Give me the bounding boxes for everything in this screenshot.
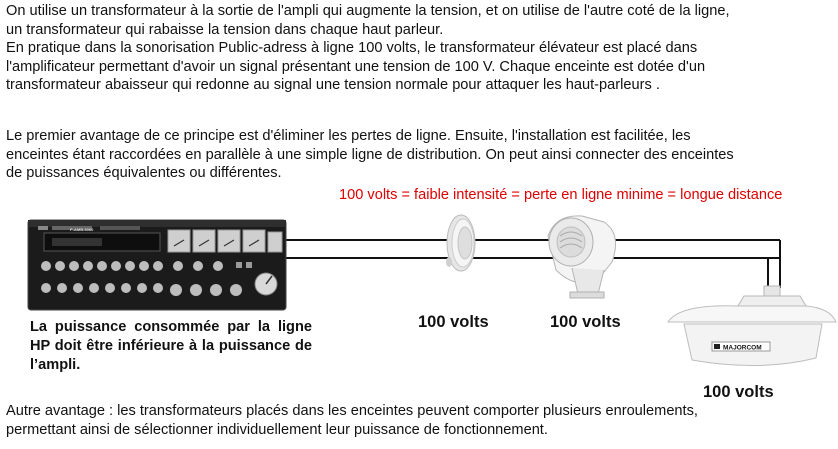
amplifier-power-note: La puissance consommée par la ligne HP d…	[30, 319, 312, 373]
svg-text:P-AMB-6060: P-AMB-6060	[70, 227, 94, 232]
intro-line-1: On utilise un transformateur à la sortie…	[6, 3, 730, 19]
intro-line-5: transformateur abaisseur qui redonne au …	[6, 77, 660, 94]
advantage-paragraph: Le premier avantage de ce principe est d…	[6, 127, 836, 183]
advantage-line-2: enceintes étant raccordées en parallèle …	[6, 146, 734, 163]
amplifier-icon: P-AMB-6060	[27, 219, 287, 311]
other-advantage-paragraph: Autre avantage : les transformateurs pla…	[6, 402, 836, 439]
advantage-line-3: de puissances équivalentes ou différente…	[6, 165, 282, 182]
intro-line-4: l'amplificateur permettant d'avoir un si…	[6, 58, 706, 75]
other-advantage-line-1: Autre avantage : les transformateurs pla…	[6, 403, 698, 419]
line-principle-highlight: 100 volts = faible intensité = perte en …	[339, 187, 783, 203]
pendant-speaker-icon: MAJORCOM	[667, 285, 837, 366]
speaker-voltage-label-1: 100 volts	[418, 313, 489, 331]
speaker-voltage-label-3: 100 volts	[703, 383, 774, 401]
intro-line-3: En pratique dans la sonorisation Public-…	[6, 40, 698, 57]
advantage-line-1: Le premier avantage de ce principe est d…	[6, 128, 691, 144]
speaker-voltage-label-2: 100 volts	[550, 313, 621, 331]
speaker-brand-label: MAJORCOM	[723, 345, 762, 352]
horn-projector-speaker-icon	[547, 215, 617, 299]
intro-paragraph: On utilise un transformateur à la sortie…	[6, 2, 836, 95]
other-advantage-line-2: permettant ainsi de sélectionner individ…	[6, 421, 548, 438]
ceiling-speaker-icon	[446, 214, 476, 272]
distribution-line	[282, 239, 781, 288]
intro-line-2: un transformateur qui rabaisse la tensio…	[6, 21, 444, 38]
